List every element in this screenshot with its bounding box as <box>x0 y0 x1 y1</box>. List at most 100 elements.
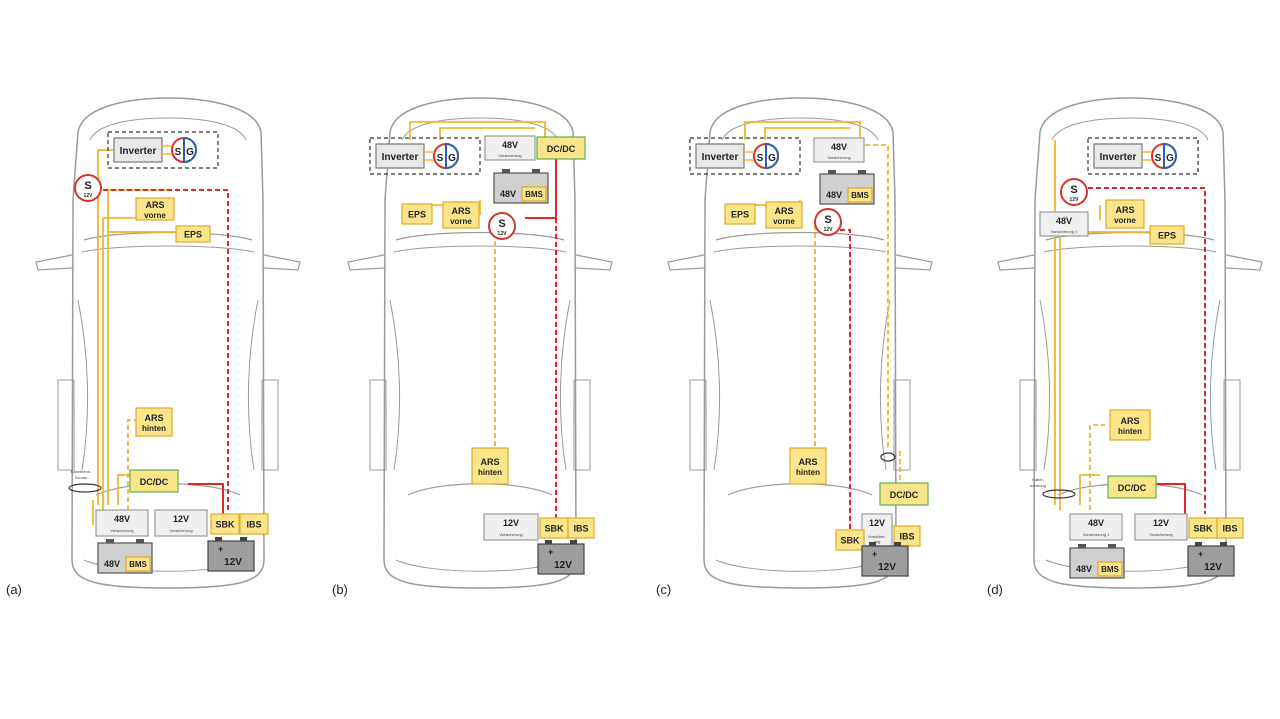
battery-terminal <box>502 169 510 173</box>
starter-ring <box>814 208 842 236</box>
ars-front-line2: vorne <box>1114 216 1136 225</box>
eps-box <box>401 203 433 225</box>
sbk-text: SBK <box>1193 524 1213 534</box>
ibs-box <box>567 517 595 539</box>
battery-48v-label: 48V <box>500 189 516 199</box>
dcdc-label: DC/DC <box>140 477 169 487</box>
car-outline <box>997 97 1263 589</box>
eps: EPS <box>724 203 756 225</box>
ars-front-line1: ARS <box>451 206 470 216</box>
inverter-dashed-frame <box>1087 137 1199 175</box>
ibs-text: IBS <box>246 520 261 530</box>
battery-12v: +12V <box>1187 542 1235 577</box>
battery-terminal <box>1078 544 1086 548</box>
generator-s-letter: S <box>1155 153 1162 164</box>
48v-wire <box>1089 424 1105 510</box>
disconnect-ring <box>880 452 896 462</box>
fuse-48v-box <box>95 509 149 537</box>
inverter-dashed-frame <box>107 131 219 169</box>
battery-12v: +12V <box>207 537 255 572</box>
eps: EPS <box>1149 225 1185 245</box>
disconnect-ring <box>1042 489 1076 499</box>
ars-front-line1: ARS <box>145 200 164 210</box>
generator-g-letter: G <box>448 153 456 164</box>
battery-terminal <box>1108 544 1116 548</box>
ibs: IBS <box>239 513 269 535</box>
generator-g-half <box>445 142 459 170</box>
battery-plus-mark: + <box>218 544 223 554</box>
battery-48v-label: 48V <box>826 190 842 200</box>
bms-box <box>521 186 547 202</box>
fuse-12v-voltage: 12V <box>869 518 885 528</box>
fuse-12v-voltage: 12V <box>1153 518 1169 528</box>
panel-label: (b) <box>332 582 348 597</box>
battery-terminal <box>545 540 552 544</box>
disconnect-label-2: trennung <box>1030 483 1046 488</box>
fuse-48v-front-caption: Vorsicherung 1 <box>1051 229 1078 234</box>
fuse-12v-caption-2: ung <box>874 539 881 544</box>
48v-wire <box>1079 474 1100 505</box>
12v-wire <box>1152 483 1186 514</box>
battery-12v-body <box>537 543 585 575</box>
starter-voltage: 12V <box>824 227 834 233</box>
starter-voltage: 12V <box>84 193 94 199</box>
eps-box <box>175 225 211 243</box>
eps-text: EPS <box>408 210 426 220</box>
ars-front-box <box>135 197 175 221</box>
generator-s-letter: S <box>757 153 764 164</box>
battery-terminal <box>1195 542 1202 546</box>
starter-voltage: 12V <box>498 231 508 237</box>
fuse-48v-front-voltage: 48V <box>1056 216 1072 226</box>
ars-rear-box <box>135 407 173 437</box>
bms-label: BMS <box>851 191 869 200</box>
inverter-box <box>695 143 745 169</box>
12v-wire <box>188 483 224 514</box>
fuse-12v-voltage: 12V <box>173 514 189 524</box>
dcdc-converter: DC/DC <box>1107 475 1157 499</box>
battery-terminal <box>215 537 222 541</box>
disconnect-label-1: Kabeltrenn- <box>71 469 92 474</box>
starter-ring <box>74 174 102 202</box>
starter-s-letter: S <box>498 218 505 230</box>
ars-front-box <box>1105 199 1145 229</box>
ars-rear-line2: hinten <box>478 468 502 477</box>
48v-wire <box>409 121 546 140</box>
generator-g-letter: G <box>186 147 194 158</box>
dcdc-box <box>1107 475 1157 499</box>
sbk: SBK <box>835 529 865 551</box>
battery-12v-label: 12V <box>554 560 572 571</box>
48v-wire <box>764 127 850 140</box>
ars-front-line2: vorne <box>144 211 166 220</box>
12v-wire <box>1080 187 1206 514</box>
fuse-12v-box <box>483 513 539 541</box>
48v-wire <box>127 419 138 510</box>
ars-front-line1: ARS <box>774 206 793 216</box>
fuse-48v-caption: Vorsicherung <box>827 155 850 160</box>
ibs-box <box>1216 517 1244 539</box>
generator-g-letter: G <box>1166 153 1174 164</box>
ars-rear-line1: ARS <box>798 457 817 467</box>
battery-12v-label: 12V <box>1204 562 1222 573</box>
ibs-text: IBS <box>899 532 914 542</box>
battery-48v-label: 48V <box>104 559 120 569</box>
fuse-48v-top-box <box>484 135 536 161</box>
ars-rear-box <box>1109 409 1151 441</box>
dcdc-converter: DC/DC <box>536 136 586 160</box>
panel-label: (a) <box>6 582 22 597</box>
ars-front-box <box>765 201 803 229</box>
panel-label: (d) <box>987 582 1003 597</box>
generator-g-half <box>1163 142 1177 170</box>
dcdc-label: DC/DC <box>547 144 576 154</box>
ars-rear-line2: hinten <box>142 424 166 433</box>
fuse-12v-voltage: 12V <box>503 518 519 528</box>
